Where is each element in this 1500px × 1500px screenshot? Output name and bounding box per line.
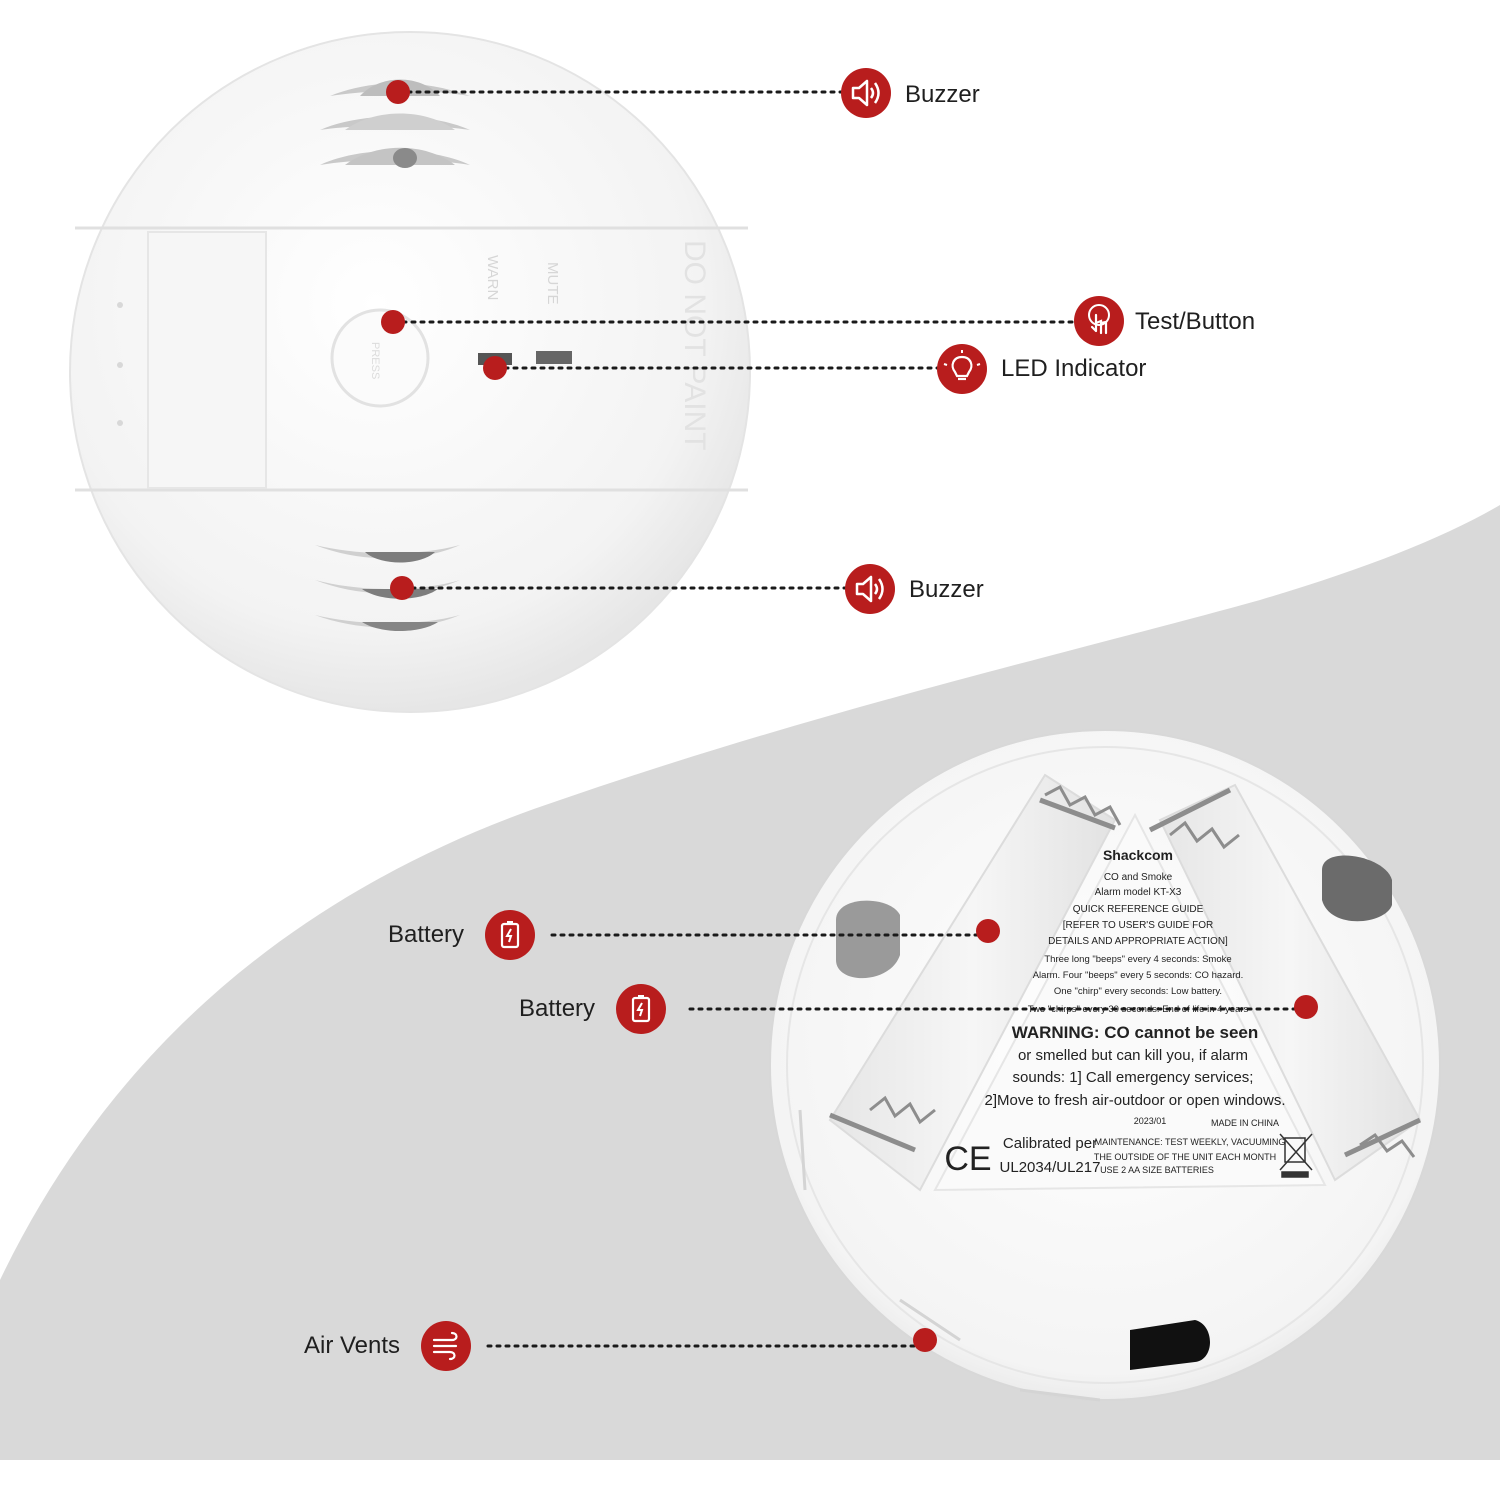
label-calib1: Calibrated per [1003, 1135, 1097, 1152]
label-line3: QUICK REFERENCE GUIDE [1073, 904, 1204, 915]
label-warning3: sounds: 1] Call emergency services; [1013, 1069, 1254, 1086]
test-button-emboss: PRESS [369, 342, 381, 379]
label-line7: Alarm. Four "beeps" every 5 seconds: CO … [1033, 970, 1244, 981]
label-warning1: WARNING: CO cannot be seen [1012, 1023, 1259, 1042]
callout-leaders [401, 90, 1302, 1348]
label-line8: One "chirp" every seconds: Low battery. [1054, 986, 1222, 997]
battery-springs [829, 784, 1422, 1158]
emboss-mute-text: MUTE [544, 262, 561, 305]
dot-air-vents [913, 1328, 937, 1352]
label-line4: [REFER TO USER'S GUIDE FOR [1063, 920, 1213, 931]
callout-battery-left: Battery [388, 921, 465, 948]
led-slot-green [536, 351, 572, 364]
emboss-warn-text: WARN [484, 255, 501, 300]
battery-compartment-left [828, 773, 1117, 1192]
label-line5: DETAILS AND APPROPRIATE ACTION] [1048, 936, 1228, 947]
weee-bin-icon [1279, 1133, 1313, 1178]
wind-icon [421, 1321, 471, 1371]
label-date: 2023/01 [1134, 1116, 1167, 1126]
battery-icon [485, 910, 535, 960]
label-maint3: USE 2 AA SIZE BATTERIES [1100, 1165, 1214, 1175]
label-line1: CO and Smoke [1104, 872, 1173, 883]
callout-air-vents: Air Vents [304, 1332, 401, 1359]
callout-battery-right: Battery [519, 995, 596, 1022]
emboss-donotpaint-text: DO NOT PAINT [678, 240, 711, 451]
dot-battery-left [976, 919, 1000, 943]
label-line2: Alarm model KT-X3 [1095, 887, 1182, 898]
alarm-front-view: WARN MUTE DO NOT PAINT PRESS [69, 31, 751, 713]
bottom-vent-slots [315, 545, 460, 631]
speaker-icon [841, 68, 891, 118]
reference-label-panel [933, 812, 1327, 1192]
callout-dots [381, 80, 1318, 1352]
label-origin: MADE IN CHINA [1211, 1118, 1279, 1128]
speaker-icon [845, 564, 895, 614]
edge-air-vents [798, 1109, 1101, 1402]
label-maint2: THE OUTSIDE OF THE UNIT EACH MONTH [1094, 1152, 1276, 1162]
label-ce: CE [944, 1140, 991, 1178]
lightbulb-icon [937, 344, 987, 394]
callout-buzzer-top: Buzzer [905, 81, 980, 108]
callout-led-indicator: LED Indicator [1001, 355, 1147, 382]
battery-icon [616, 984, 666, 1034]
label-warning4: 2]Move to fresh air-outdoor or open wind… [985, 1092, 1286, 1109]
label-line6: Three long "beeps" every 4 seconds: Smok… [1044, 954, 1231, 965]
dot-test-button [381, 310, 405, 334]
label-maint1: MAINTENANCE: TEST WEEKLY, VACUUMING [1095, 1137, 1286, 1147]
label-line9: Two "chirps" every 30 seconds: End of li… [1028, 1004, 1249, 1015]
callout-buzzer-bottom: Buzzer [909, 576, 984, 603]
alarm-back-view: Shackcom CO and Smoke Alarm model KT-X3 … [769, 729, 1441, 1402]
hand-press-icon [1074, 296, 1124, 346]
dot-buzzer-top [386, 80, 410, 104]
label-calib2: UL2034/UL217 [1000, 1159, 1101, 1176]
dot-battery-right [1294, 995, 1318, 1019]
label-brand: Shackcom [1103, 847, 1173, 863]
label-warning2: or smelled but can kill you, if alarm [1018, 1047, 1248, 1064]
mount-slot-right [1322, 855, 1392, 922]
mount-slot-left [836, 900, 900, 979]
test-button-shape[interactable] [330, 308, 430, 408]
dot-buzzer-bottom [390, 576, 414, 600]
callout-test-button: Test/Button [1135, 308, 1256, 335]
mount-slot-bottom [1130, 1320, 1210, 1370]
label-text: Shackcom CO and Smoke Alarm model KT-X3 … [944, 847, 1285, 1178]
dot-led [483, 356, 507, 380]
